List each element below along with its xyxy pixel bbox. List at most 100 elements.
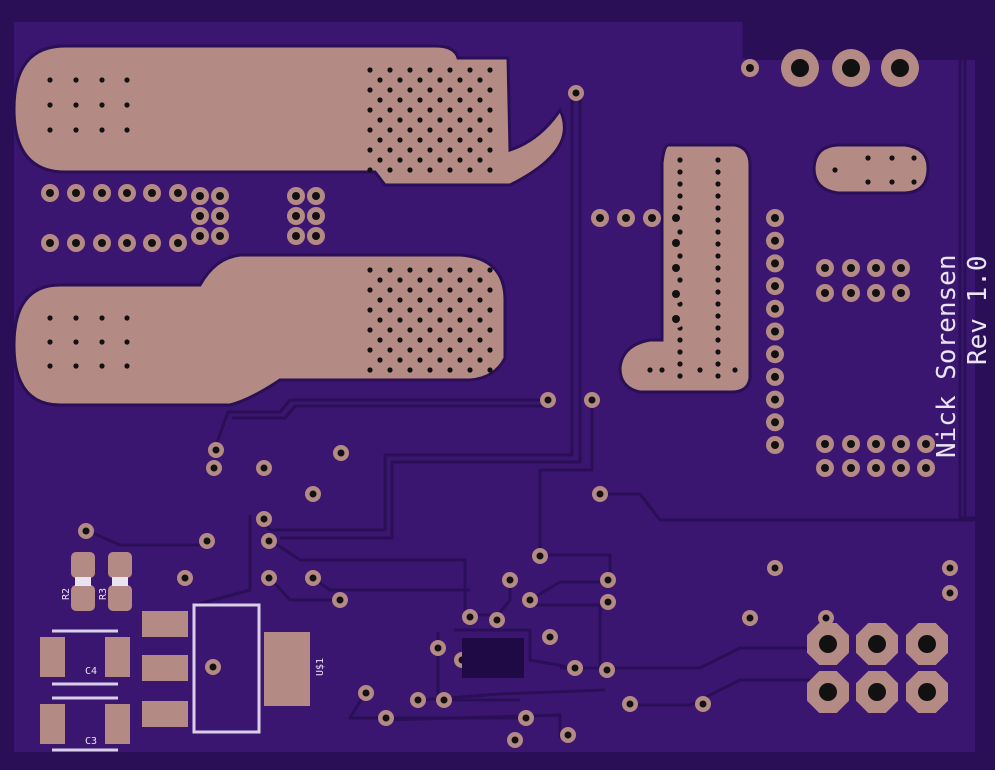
via xyxy=(437,117,443,123)
res-r3-pad-bottom xyxy=(108,585,132,611)
via xyxy=(387,267,393,273)
via xyxy=(99,77,105,83)
through-hole-pad xyxy=(211,227,229,245)
via xyxy=(447,67,453,73)
via xyxy=(427,147,433,153)
through-hole-pad xyxy=(881,49,919,87)
via xyxy=(677,157,683,163)
through-hole-pad xyxy=(436,692,452,708)
via xyxy=(377,77,383,83)
via xyxy=(677,193,683,199)
through-hole-pad xyxy=(191,227,209,245)
traces xyxy=(85,28,975,738)
via xyxy=(477,357,483,363)
via xyxy=(487,287,493,293)
through-hole-pad xyxy=(816,284,834,302)
via xyxy=(487,147,493,153)
through-hole-pad xyxy=(358,685,374,701)
through-hole-pad xyxy=(305,570,321,586)
via xyxy=(397,117,403,123)
through-hole-pad xyxy=(766,413,784,432)
via xyxy=(487,167,493,173)
via xyxy=(647,367,653,373)
through-hole-pad xyxy=(143,184,161,202)
through-hole-pad xyxy=(942,560,958,576)
through-hole-pad xyxy=(842,284,860,302)
power-island-middle xyxy=(12,253,507,407)
through-hole-pad xyxy=(867,459,885,477)
through-hole-pad xyxy=(781,49,819,87)
through-hole-pad xyxy=(741,59,759,77)
through-hole-pad xyxy=(287,227,305,245)
through-hole-pad xyxy=(191,207,209,225)
through-hole-pad xyxy=(766,436,784,454)
through-hole-pad xyxy=(617,209,635,227)
via xyxy=(437,297,443,303)
via xyxy=(477,277,483,283)
via xyxy=(427,167,433,173)
via xyxy=(407,287,413,293)
through-hole-pad xyxy=(592,486,608,502)
via xyxy=(477,297,483,303)
via xyxy=(477,77,483,83)
through-hole-pad xyxy=(816,259,834,277)
via xyxy=(437,317,443,323)
through-hole-pad xyxy=(522,592,538,608)
through-hole-pad xyxy=(211,207,229,225)
via xyxy=(407,307,413,313)
through-hole-pad xyxy=(816,459,834,477)
bottom-pad-left xyxy=(462,638,524,678)
octagon-pad xyxy=(856,671,898,713)
label-u1: U$1 xyxy=(315,658,326,676)
via xyxy=(367,327,373,333)
via xyxy=(387,127,393,133)
through-hole-pad xyxy=(766,367,784,386)
through-hole-pad xyxy=(169,184,187,202)
via xyxy=(911,155,917,161)
via xyxy=(124,363,130,369)
via xyxy=(407,327,413,333)
via xyxy=(427,287,433,293)
via xyxy=(447,147,453,153)
through-hole-pad xyxy=(917,459,935,477)
via xyxy=(715,241,721,247)
via xyxy=(467,327,473,333)
via xyxy=(367,87,373,93)
via xyxy=(377,117,383,123)
ic-tab-pad xyxy=(264,632,310,706)
via xyxy=(417,297,423,303)
via xyxy=(715,325,721,331)
via xyxy=(99,102,105,108)
via xyxy=(865,155,871,161)
via xyxy=(377,97,383,103)
via xyxy=(73,315,79,321)
through-hole-pad xyxy=(332,592,348,608)
via xyxy=(477,137,483,143)
via xyxy=(487,67,493,73)
via xyxy=(467,307,473,313)
through-hole-pad xyxy=(599,662,615,678)
via xyxy=(407,67,413,73)
through-hole-pad xyxy=(143,234,161,252)
via xyxy=(437,77,443,83)
via xyxy=(99,363,105,369)
via xyxy=(447,87,453,93)
via xyxy=(407,87,413,93)
via xyxy=(447,127,453,133)
pour-border xyxy=(742,22,975,520)
ic-pad-2 xyxy=(142,655,188,681)
through-hole-pad xyxy=(261,533,277,549)
via xyxy=(487,327,493,333)
via xyxy=(387,287,393,293)
through-hole-pad xyxy=(892,459,910,477)
via xyxy=(387,87,393,93)
via xyxy=(447,347,453,353)
via xyxy=(447,267,453,273)
through-hole-pad xyxy=(892,435,910,453)
via xyxy=(715,229,721,235)
via xyxy=(467,107,473,113)
via xyxy=(407,107,413,113)
via xyxy=(99,315,105,321)
via xyxy=(47,339,53,345)
via xyxy=(387,327,393,333)
